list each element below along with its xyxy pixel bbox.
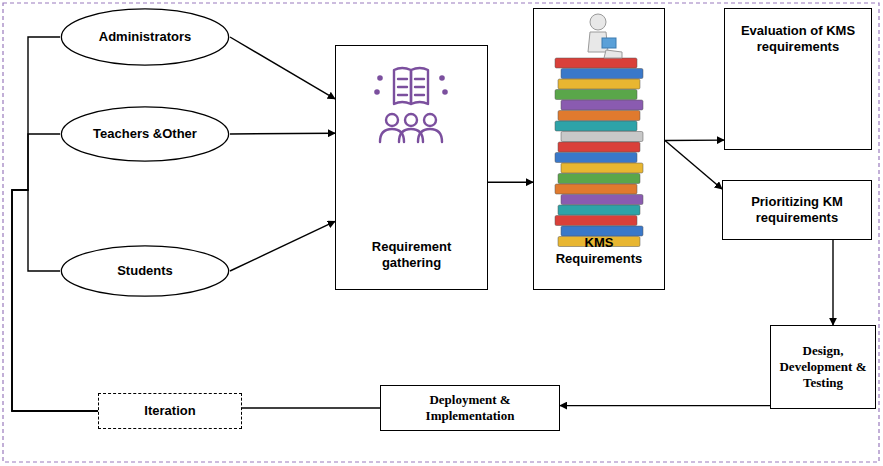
folder-stack [555,58,643,247]
node-label: Evaluation of KMS requirements [739,23,857,56]
folder [561,163,643,173]
process-box: Prioritizing KM requirements [722,180,872,240]
connector-arrow [230,221,335,271]
process-box: Design, Development & Testing [770,325,876,409]
connector-arrow [242,407,380,408]
connector-arrow [12,190,98,411]
node-label: Teachers &Other [93,126,197,142]
connector-arrow [665,139,724,141]
folder [561,132,643,142]
folder [555,216,637,226]
folder [555,90,637,100]
folder [555,58,637,68]
folder [555,153,637,163]
sitting-figure [588,14,622,58]
connector-arrow [230,132,335,134]
connector-arrow [665,141,722,190]
stakeholder-ellipse: Administrators [60,8,230,66]
connector-arrow [12,37,98,411]
folder [558,174,640,184]
gathering-icon [375,68,446,142]
iteration-box: Iteration [98,393,242,429]
folder [561,100,643,110]
connector-arrow [560,405,770,406]
folder [561,195,643,205]
folder [555,184,637,194]
node-label: Students [117,263,173,279]
process-box: Deployment & Implementation [380,385,560,431]
connector-arrow [230,37,335,99]
folder [558,79,640,89]
folder [558,205,640,215]
connector-arrow [832,240,833,325]
process-box: Requirement gathering [335,45,488,290]
folder [558,111,640,121]
folder [555,121,637,131]
folder [561,69,643,79]
outer-frame [3,3,879,462]
node-label: Administrators [99,29,191,45]
node-label: Prioritizing KM requirements [733,194,861,227]
node-label: KMS Requirements [542,235,656,268]
node-label: Design, Development & Testing [776,343,870,392]
node-label: Requirement gathering [344,239,479,272]
connector-arrow [488,181,533,182]
node-label: Deployment & Implementation [389,392,551,425]
stakeholder-ellipse: Students [60,245,230,297]
node-label: Iteration [144,403,195,419]
folder [558,142,640,152]
process-box: Evaluation of KMS requirements [724,8,872,150]
stakeholder-ellipse: Teachers &Other [60,106,230,162]
process-box: KMS Requirements [533,8,665,290]
